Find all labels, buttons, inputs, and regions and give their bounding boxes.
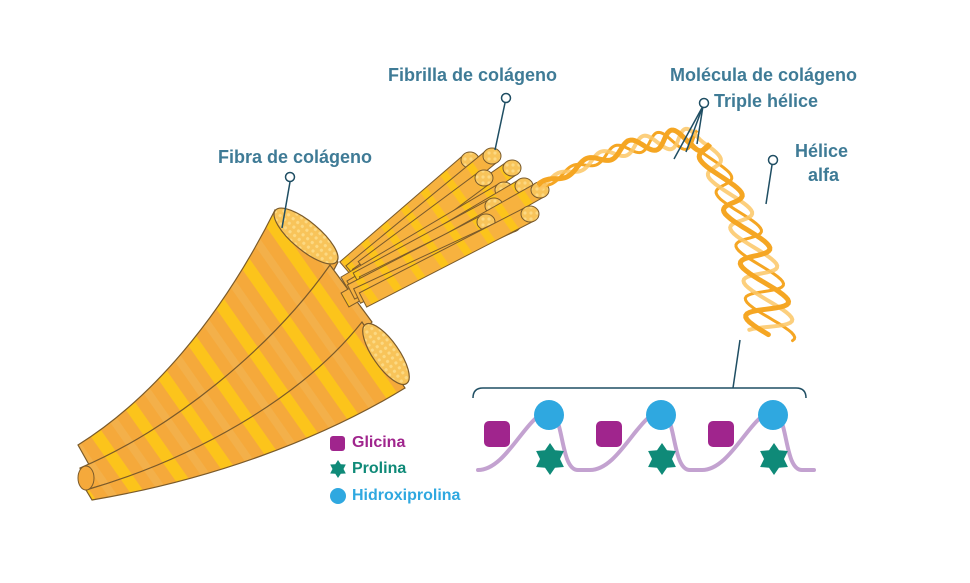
callout-line-triple-3: [696, 105, 704, 145]
callout-lines: [281, 92, 807, 399]
prolina-residue: [536, 443, 564, 475]
collagen-fiber: [77, 207, 410, 501]
callout-dot-fibra: [284, 171, 296, 183]
amino-acid-bracket: [472, 387, 807, 399]
collagen-fibrils: [339, 147, 550, 308]
hidroxiprolina-residue: [758, 400, 788, 430]
helix-strand: [536, 127, 792, 338]
callout-line-fibra: [281, 181, 291, 229]
legend-glicina: Glicina: [352, 434, 406, 451]
glicina-residue: [708, 421, 734, 447]
fiber-back-end: [77, 465, 95, 491]
fiber-cylinder: [85, 320, 406, 501]
fiber-end-cap: [273, 207, 339, 265]
prolina-residue: [760, 443, 788, 475]
callout-line-helice: [765, 164, 773, 205]
fibril-end-cap: [520, 205, 540, 223]
glicina-legend-icon: [330, 436, 345, 451]
legend: [330, 436, 346, 504]
callout-line-chain: [732, 339, 741, 389]
glicina-residue: [596, 421, 622, 447]
hidroxiprolina-residue: [534, 400, 564, 430]
hidroxiprolina-residue: [646, 400, 676, 430]
label-fibra-de-colageno: Fibra de colágeno: [218, 147, 373, 167]
glicina-residue: [484, 421, 510, 447]
hidroxiprolina-legend-icon: [330, 488, 346, 504]
callout-line-triple-2: [685, 105, 704, 153]
label-fibrilla-de-colageno: Fibrilla de colágeno: [388, 65, 558, 85]
fiber-end-cap: [362, 322, 410, 386]
legend-hidroxiprolina: Hidroxiprolina: [352, 487, 461, 504]
prolina-legend-icon: [330, 460, 346, 478]
callout-line-triple-1: [673, 105, 704, 160]
prolina-residue: [648, 443, 676, 475]
fibril-end-cap: [482, 147, 502, 165]
collagen-molecule-helix: [536, 126, 797, 343]
callout-dot-helice: [767, 154, 779, 166]
label-molecula-de-colageno: Molécula de colágeno: [670, 65, 858, 85]
amino-acid-chain: [476, 400, 816, 475]
legend-prolina: Prolina: [352, 460, 407, 477]
fibril-end-cap: [474, 169, 494, 187]
callout-line-fibrilla: [494, 102, 506, 151]
callout-dot-fibrilla: [500, 92, 512, 104]
callout-dot-triple: [698, 97, 710, 109]
label-triple-helice: Triple hélice: [714, 91, 819, 111]
fibril-end-cap: [502, 159, 522, 177]
label-alfa: alfa: [808, 165, 840, 185]
helix-strand: [538, 126, 795, 332]
label-helice: Hélice: [795, 141, 849, 161]
